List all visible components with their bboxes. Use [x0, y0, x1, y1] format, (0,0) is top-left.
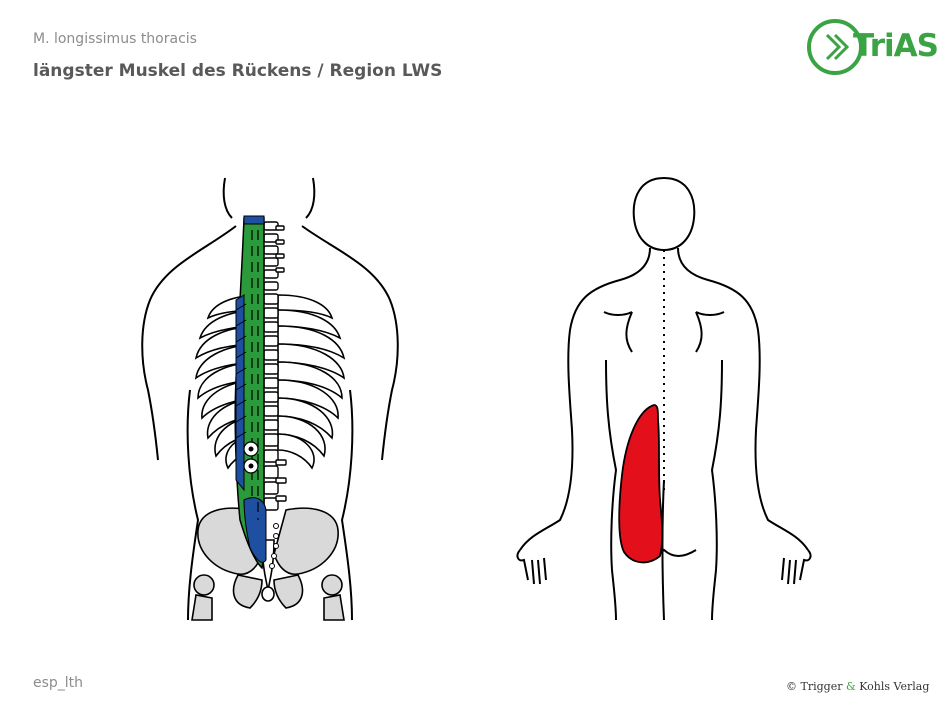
logo-text: TriAS [853, 28, 939, 64]
pain-zone [618, 404, 664, 564]
sacrum-dots [269, 523, 279, 569]
trigger-point-markers [243, 441, 259, 474]
left-body-outline [141, 177, 399, 621]
subtitle: M. longissimus thoracis [33, 31, 197, 47]
pelvis [191, 507, 345, 621]
copyright-prefix: © Trigger [786, 680, 846, 693]
longissimus-muscle [234, 215, 267, 570]
spine [263, 221, 287, 511]
trias-logo: TriAS [805, 16, 941, 78]
copyright-suffix: Kohls Verlag [855, 680, 930, 693]
logo-mark-icon [807, 19, 863, 75]
figure-code: esp_lth [33, 675, 84, 691]
copyright-amp: & [845, 680, 856, 693]
page-title: längster Muskel des Rückens / Region LWS [33, 61, 443, 81]
copyright: © Trigger & Kohls Verlag [786, 680, 929, 693]
